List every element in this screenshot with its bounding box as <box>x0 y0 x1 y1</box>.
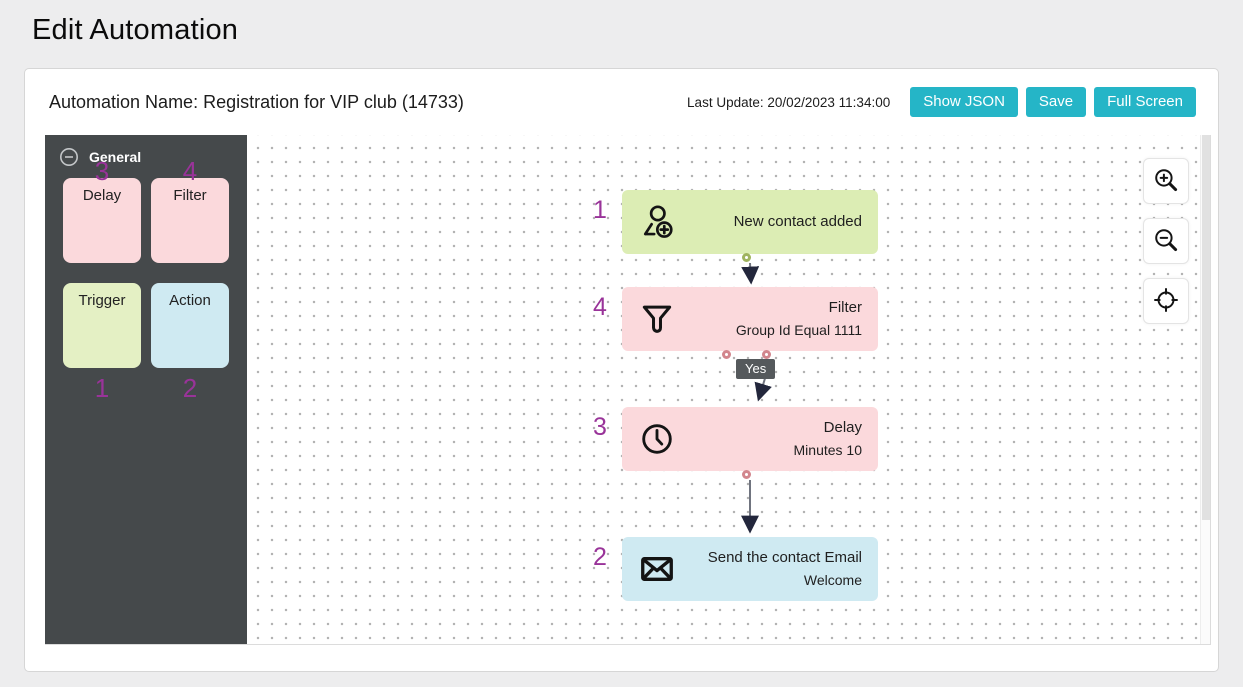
node-order-number: 3 <box>593 413 607 441</box>
palette-item-delay[interactable]: Delay <box>63 178 141 263</box>
zoom-in-button[interactable] <box>1143 158 1189 204</box>
node-title: New contact added <box>733 212 862 230</box>
node-subtitle: Minutes 10 <box>793 442 862 459</box>
automation-name: Automation Name: Registration for VIP cl… <box>49 91 464 112</box>
palette-item-action[interactable]: Action <box>151 283 229 368</box>
full-screen-button[interactable]: Full Screen <box>1094 87 1196 117</box>
output-port-no[interactable] <box>762 350 771 359</box>
flow-node-delay[interactable]: 3 Delay Minutes 10 <box>593 407 878 479</box>
node-subtitle: Welcome <box>803 572 862 589</box>
node-title: Delay <box>823 418 862 436</box>
canvas-scrollbar <box>1200 135 1210 644</box>
palette-item-filter[interactable]: Filter <box>151 178 229 263</box>
minus-circle-icon[interactable] <box>59 147 79 167</box>
flow-node-email-action[interactable]: 2 Send the contact Email Welcome <box>593 537 878 601</box>
palette-group-label: General <box>89 149 142 165</box>
fit-view-button[interactable] <box>1143 278 1189 324</box>
node-order-number: 4 <box>593 293 607 321</box>
zoom-out-button[interactable] <box>1143 218 1189 264</box>
zoom-out-icon <box>1152 226 1180 257</box>
output-port-yes[interactable] <box>722 350 731 359</box>
zoom-in-icon <box>1152 166 1180 197</box>
output-port[interactable] <box>742 253 751 262</box>
envelope-icon <box>638 550 676 588</box>
automation-editor-card: Automation Name: Registration for VIP cl… <box>24 68 1219 672</box>
last-update-timestamp: Last Update: 20/02/2023 11:34:00 <box>687 94 891 110</box>
flow-canvas[interactable]: 1 New contact added 4 <box>247 135 1210 644</box>
node-title: Send the contact Email <box>707 548 862 566</box>
funnel-icon <box>638 300 676 338</box>
edge-label-yes: Yes <box>736 359 776 379</box>
palette-item-trigger[interactable]: Trigger <box>63 283 141 368</box>
palette-item-number: 1 <box>94 373 110 403</box>
person-add-icon <box>638 203 676 241</box>
editor-toolbar: Automation Name: Registration for VIP cl… <box>25 69 1218 135</box>
clock-icon <box>638 420 676 458</box>
save-button[interactable]: Save <box>1025 87 1087 117</box>
flow-node-trigger[interactable]: 1 New contact added <box>593 190 878 262</box>
canvas-zoom-controls <box>1143 158 1189 324</box>
output-port[interactable] <box>742 470 751 479</box>
fit-view-icon <box>1152 286 1180 317</box>
node-subtitle: Group Id Equal 1111 <box>735 322 862 339</box>
flow-editor: General 3 4 Delay Filter Trigger Action … <box>45 135 1211 645</box>
canvas-scrollbar-thumb[interactable] <box>1202 135 1210 520</box>
show-json-button[interactable]: Show JSON <box>910 87 1018 117</box>
node-order-number: 1 <box>593 196 607 224</box>
palette-item-number: 2 <box>182 373 198 403</box>
node-order-number: 2 <box>593 543 607 571</box>
node-title: Filter <box>828 298 862 316</box>
flow-node-filter[interactable]: 4 Filter Group Id Equal 1111 <box>593 287 878 359</box>
page-title: Edit Automation <box>32 14 239 46</box>
node-palette-sidebar: General 3 4 Delay Filter Trigger Action … <box>45 135 247 644</box>
